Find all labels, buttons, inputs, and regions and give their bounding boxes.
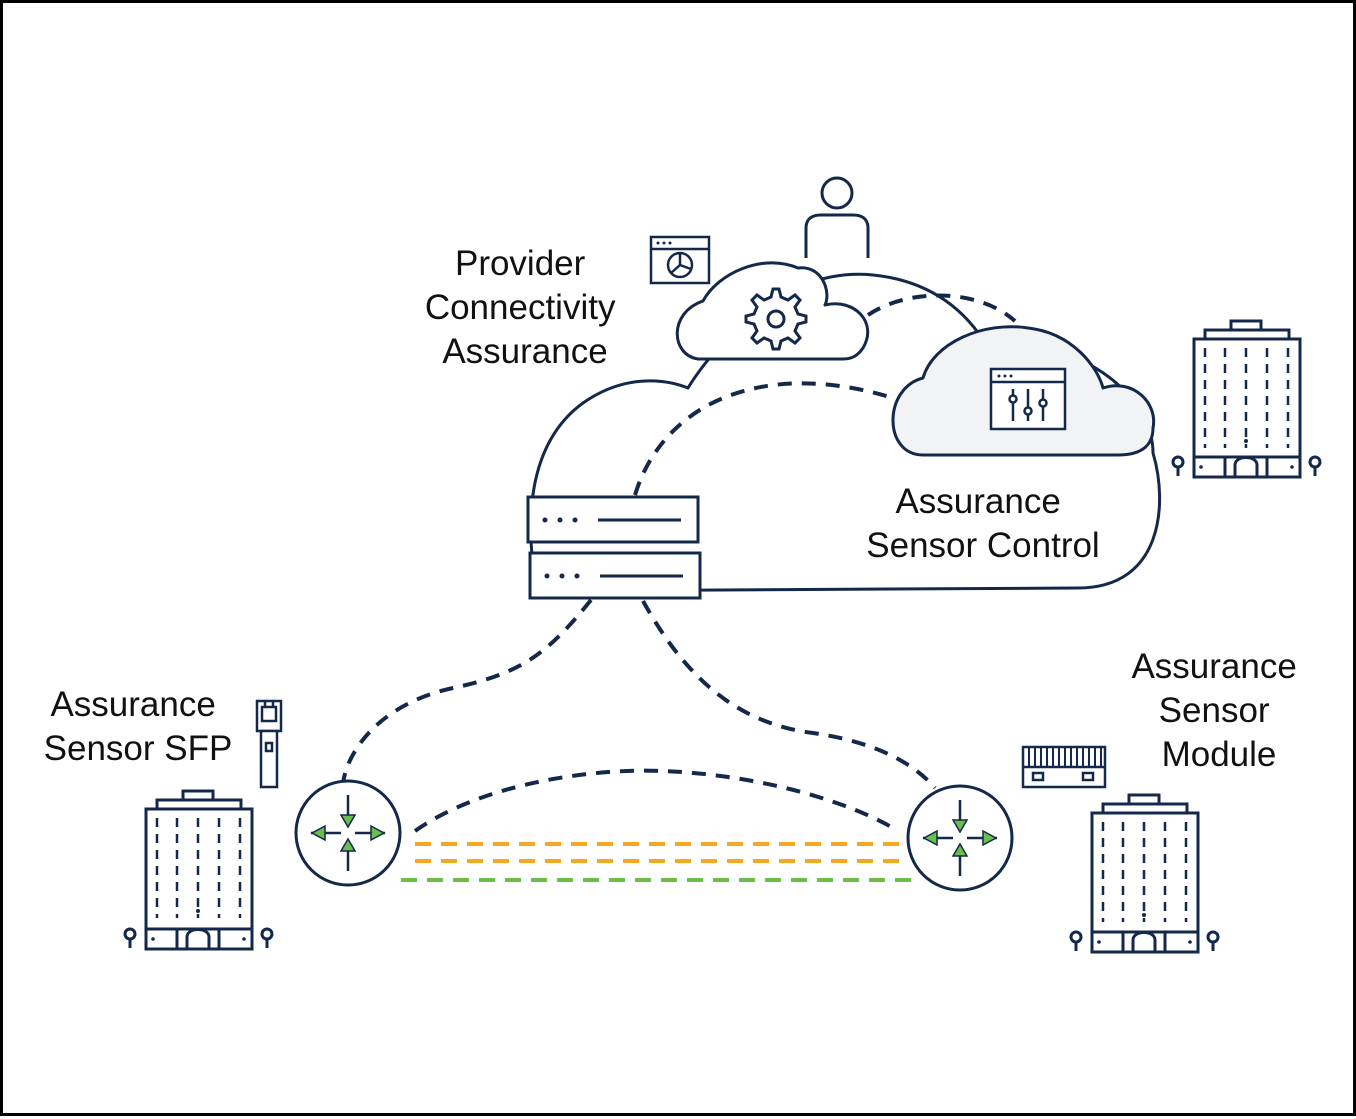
- sfp-transceiver-icon: [255, 699, 283, 789]
- label-line: Provider: [455, 244, 586, 283]
- label-line: Assurance: [1131, 647, 1296, 686]
- assurance-sensor-module-label: Assurance Sensor Module: [1131, 647, 1306, 774]
- label-line: Sensor Control: [866, 526, 1099, 565]
- label-line: Assurance: [895, 482, 1060, 521]
- label-line: Assurance: [50, 685, 215, 724]
- network-diagram: Provider Connectivity Assurance Assuranc…: [44, 176, 1322, 954]
- label-line: Connectivity: [425, 288, 616, 327]
- dashed-link-server-to-left-router: [341, 598, 593, 784]
- dashboard-window-icon: [649, 235, 711, 285]
- label-line: Module: [1162, 735, 1277, 774]
- assurance-sensor-control-label: Assurance Sensor Control: [866, 482, 1099, 565]
- dashed-link-server-to-right-router: [641, 600, 937, 790]
- user-icon: [804, 176, 870, 258]
- server-stack-icon: [526, 495, 702, 600]
- dashed-link-server-to-control: [633, 381, 894, 496]
- settings-sliders-icon: [989, 367, 1067, 431]
- building-icon-bottom-right: [1069, 793, 1220, 954]
- label-line: Sensor SFP: [44, 729, 233, 768]
- dashed-link-router-to-router: [413, 768, 900, 833]
- provider-connectivity-assurance-label: Provider Connectivity Assurance: [425, 244, 625, 371]
- building-icon-bottom-left: [123, 789, 274, 951]
- building-icon-top-right: [1171, 319, 1322, 479]
- sensor-module-icon: [1021, 745, 1107, 789]
- router-icon-right[interactable]: [906, 784, 1014, 892]
- dashed-link-gear-to-control: [866, 293, 1017, 323]
- router-icon-left[interactable]: [294, 779, 402, 887]
- assurance-sensor-sfp-label: Assurance Sensor SFP: [44, 685, 233, 768]
- label-line: Sensor: [1159, 691, 1270, 730]
- gear-icon: [744, 287, 808, 351]
- label-line: Assurance: [442, 332, 607, 371]
